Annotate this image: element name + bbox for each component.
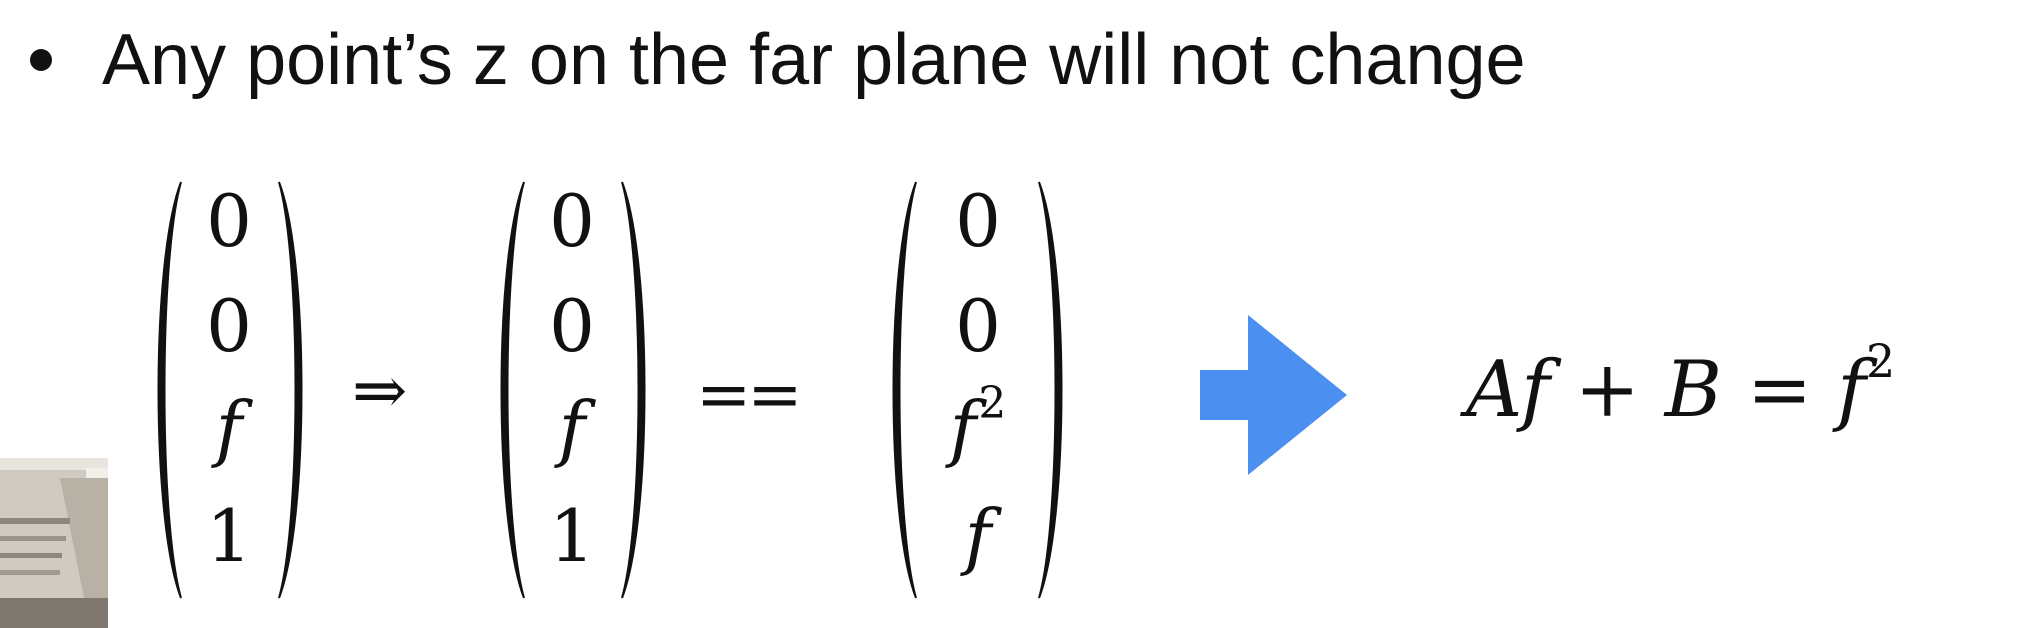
- right-arrow-icon: [1200, 315, 1347, 475]
- matrix-1-entry: 0: [206, 179, 252, 263]
- matrix-3: 0 0 f2 f: [880, 170, 1075, 610]
- plus-sign: +: [1574, 345, 1640, 435]
- f-squared-exponent: 2: [978, 378, 1007, 429]
- var-b: B: [1664, 345, 1723, 435]
- f-squared-base: f: [949, 386, 977, 470]
- bullet-dot-icon: [30, 49, 52, 71]
- matrix-1-entry: 0: [206, 284, 252, 368]
- matrix-3-entry: f: [964, 494, 992, 578]
- right-paren: [1038, 181, 1063, 599]
- matrix-3-entry-f-squared: f2: [918, 382, 1038, 465]
- var-f: f: [1837, 345, 1866, 435]
- right-paren: [278, 181, 303, 599]
- matrix-2-entry: f: [558, 386, 586, 470]
- bullet-text: Any point’s z on the far plane will not …: [102, 20, 1526, 100]
- var-f: f: [1520, 345, 1550, 435]
- left-paren: [157, 181, 182, 599]
- equals-sign: =: [1746, 345, 1813, 435]
- equation: 0 0 f 1 ⇒ 0 0 f 1 ==: [0, 170, 2028, 610]
- left-paren: [500, 181, 525, 599]
- matrix-1: 0 0 f 1: [145, 170, 315, 610]
- matrix-3-entry: 0: [955, 284, 1001, 368]
- bullet-item: Any point’s z on the far plane will not …: [30, 10, 1526, 110]
- result-equation: Af + B = f2: [1466, 338, 1895, 429]
- matrix-2-entry: 1: [549, 494, 595, 578]
- matrix-2: 0 0 f 1: [488, 170, 658, 610]
- var-a: A: [1466, 345, 1521, 435]
- matrix-2-entry: 0: [549, 284, 595, 368]
- implies-symbol: ⇒: [352, 352, 408, 429]
- left-paren: [892, 181, 917, 599]
- webcam-overlay: [0, 458, 108, 628]
- matrix-1-entry: f: [215, 386, 243, 470]
- exponent: 2: [1865, 334, 1896, 388]
- right-paren: [621, 181, 646, 599]
- matrix-2-entry: 0: [549, 179, 595, 263]
- double-equals-symbol: ==: [696, 356, 803, 433]
- matrix-1-entry: 1: [206, 494, 252, 578]
- matrix-3-entry: 0: [955, 179, 1001, 263]
